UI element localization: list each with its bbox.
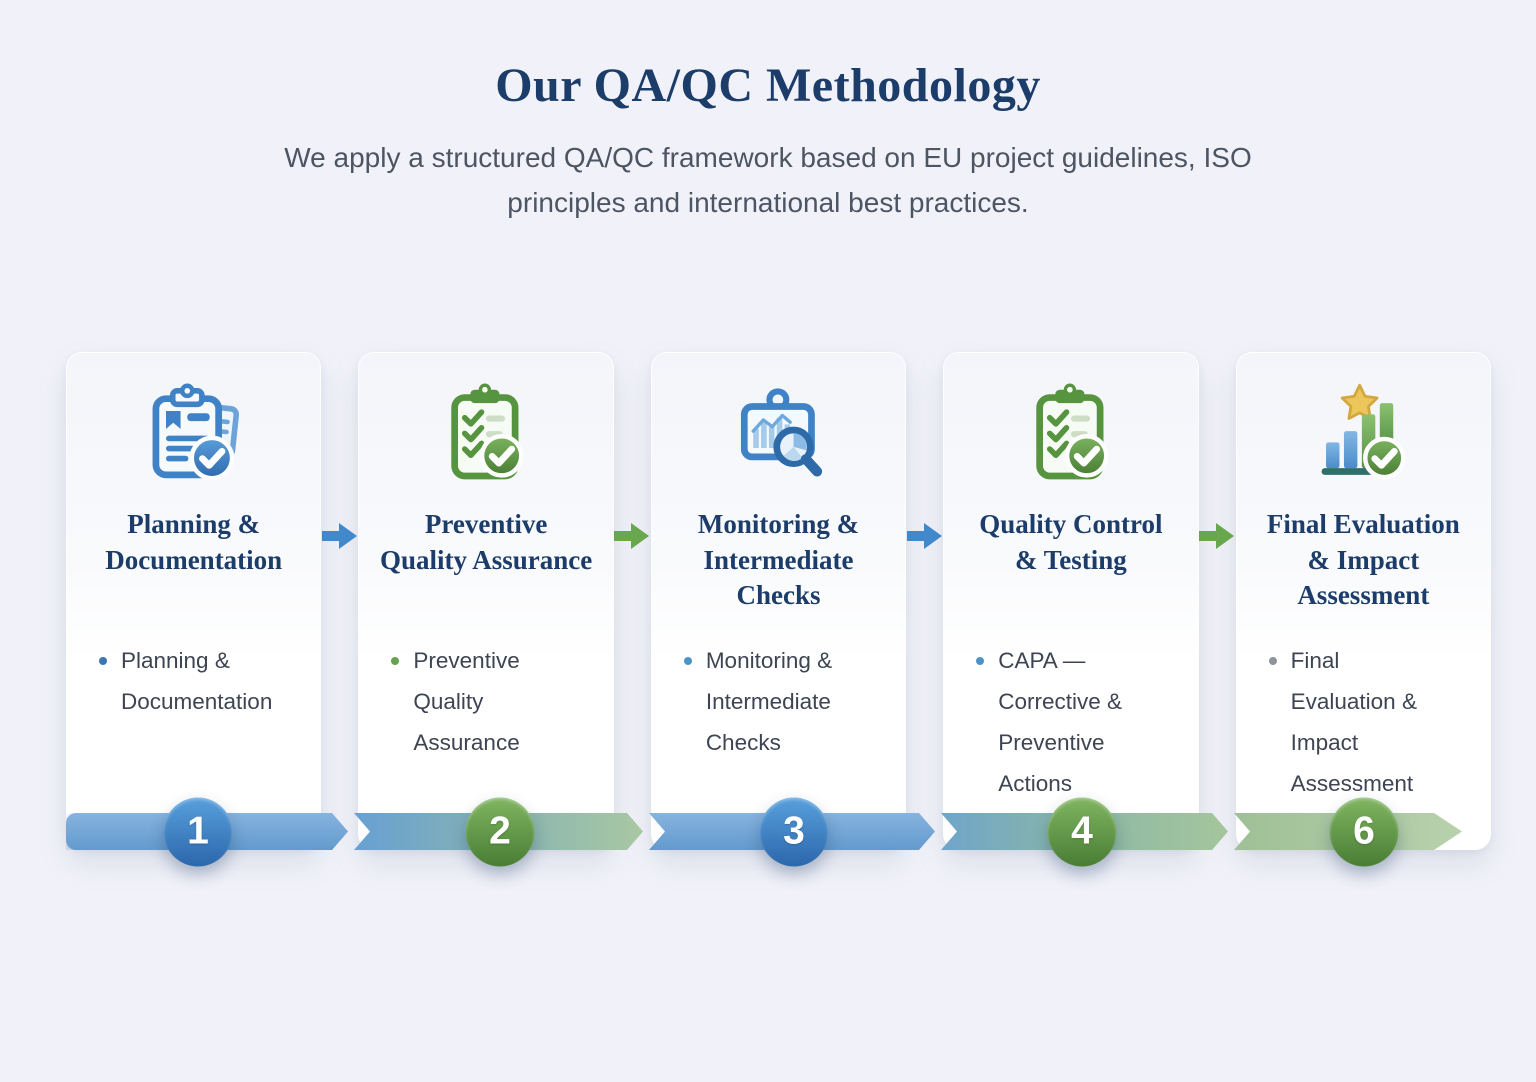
chart-magnifier-icon — [723, 383, 835, 495]
bullet-dot — [976, 657, 985, 665]
progress-ribbon: 1 2 3 4 6 — [66, 797, 1462, 866]
clipboard-document-check-icon — [138, 383, 250, 495]
step-title: Quality Control & Testing — [979, 509, 1163, 575]
step-title: Planning & Documentation — [105, 509, 283, 575]
step-bullets: CAPA — Corrective & Preventive Actions — [944, 627, 1197, 805]
bullet-text: Final Evaluation & Impact Assessment — [1290, 648, 1417, 796]
step-bullets: Final Evaluation & Impact Assessment — [1237, 627, 1490, 805]
step-card-monitoring-intermediate-checks: Monitoring & Intermediate Checks Monitor… — [650, 352, 907, 850]
bullet-text: Planning & Documentation — [121, 648, 273, 714]
step-number-badge: 2 — [465, 797, 535, 866]
step-bullets: Preventive Quality Assurance — [359, 627, 612, 764]
step-number-badge: 1 — [163, 797, 233, 866]
step-bullets: Planning & Documentation — [67, 627, 320, 723]
step-number-badge: 4 — [1047, 797, 1117, 866]
bullet-item: Monitoring & Intermediate Checks — [683, 641, 881, 764]
bullet-dot — [99, 657, 107, 665]
step-title: Final Evaluation & Impact Assessment — [1266, 509, 1460, 611]
flow-arrow-icon — [322, 521, 358, 551]
page-title: Our QA/QC Methodology — [495, 59, 1041, 112]
step-cards-row: Planning & Documentation Planning & Docu… — [66, 352, 1492, 850]
step-card-final-evaluation-impact-assessment: Final Evaluation & Impact Assessment Fin… — [1235, 352, 1492, 850]
step-card-planning-documentation: Planning & Documentation Planning & Docu… — [66, 352, 322, 850]
process-flow: Planning & Documentation Planning & Docu… — [66, 352, 1492, 866]
qa-qc-methodology-infographic: Our QA/QC Methodology We apply a structu… — [0, 58, 1536, 866]
step-card-preventive-quality-assurance: Preventive Quality Assurance Preventive … — [358, 352, 614, 850]
flow-arrow-icon — [614, 521, 650, 551]
bullet-dot — [1268, 657, 1277, 665]
page-subtitle: We apply a structured QA/QC framework ba… — [284, 142, 1252, 219]
step-title: Monitoring & Intermediate Checks — [697, 509, 860, 611]
bullet-item: Preventive Quality Assurance — [391, 641, 588, 764]
step-number-badge: 6 — [1329, 797, 1399, 866]
step-title: Preventive Quality Assurance — [379, 509, 593, 575]
checklist-check-icon — [1015, 383, 1127, 495]
step-bullets: Monitoring & Intermediate Checks — [652, 627, 905, 764]
bullet-item: CAPA — Corrective & Preventive Actions — [976, 641, 1173, 805]
step-card-quality-control-testing: Quality Control & Testing CAPA — Correct… — [943, 352, 1199, 850]
flow-arrow-icon — [1199, 521, 1235, 551]
bullet-dot — [683, 657, 692, 665]
bar-chart-star-check-icon — [1307, 383, 1419, 495]
bullet-text: Monitoring & Intermediate Checks — [705, 648, 833, 755]
bullet-item: Final Evaluation & Impact Assessment — [1268, 641, 1466, 805]
bullet-text: Preventive Quality Assurance — [413, 648, 520, 755]
flow-arrow-icon — [907, 521, 943, 551]
bullet-item: Planning & Documentation — [99, 641, 296, 723]
checklist-check-icon — [430, 383, 542, 495]
bullet-dot — [391, 657, 400, 665]
bullet-text: CAPA — Corrective & Preventive Actions — [998, 648, 1123, 796]
step-number-badge: 3 — [759, 797, 829, 866]
